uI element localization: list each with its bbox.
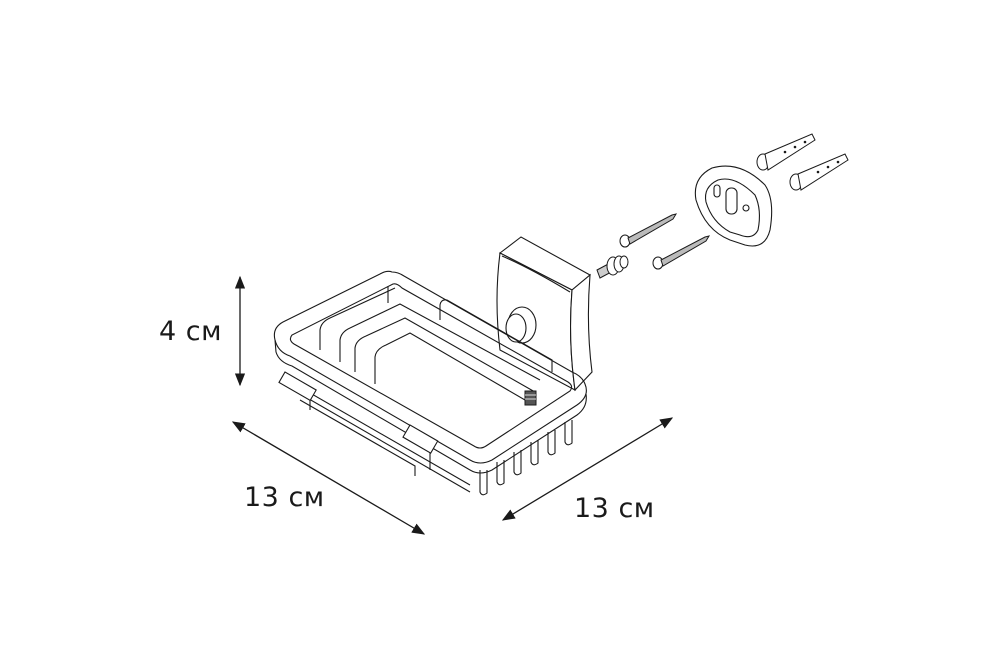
wood-screw <box>619 213 678 248</box>
wall-bracket <box>496 236 593 392</box>
mounting-plate <box>694 165 773 247</box>
set-screw <box>524 390 537 406</box>
width-dimension-arrow <box>231 421 426 535</box>
wall-plug <box>756 133 816 171</box>
bolt-with-washers <box>596 255 629 279</box>
depth-dimension-arrow <box>501 417 674 521</box>
depth-dimension-label: 13 см <box>574 493 655 524</box>
wall-plug <box>789 153 849 191</box>
height-dimension-label: 4 см <box>159 316 222 347</box>
width-dimension-label: 13 см <box>244 482 325 513</box>
wire-basket <box>273 270 587 496</box>
wood-screw <box>652 235 711 270</box>
